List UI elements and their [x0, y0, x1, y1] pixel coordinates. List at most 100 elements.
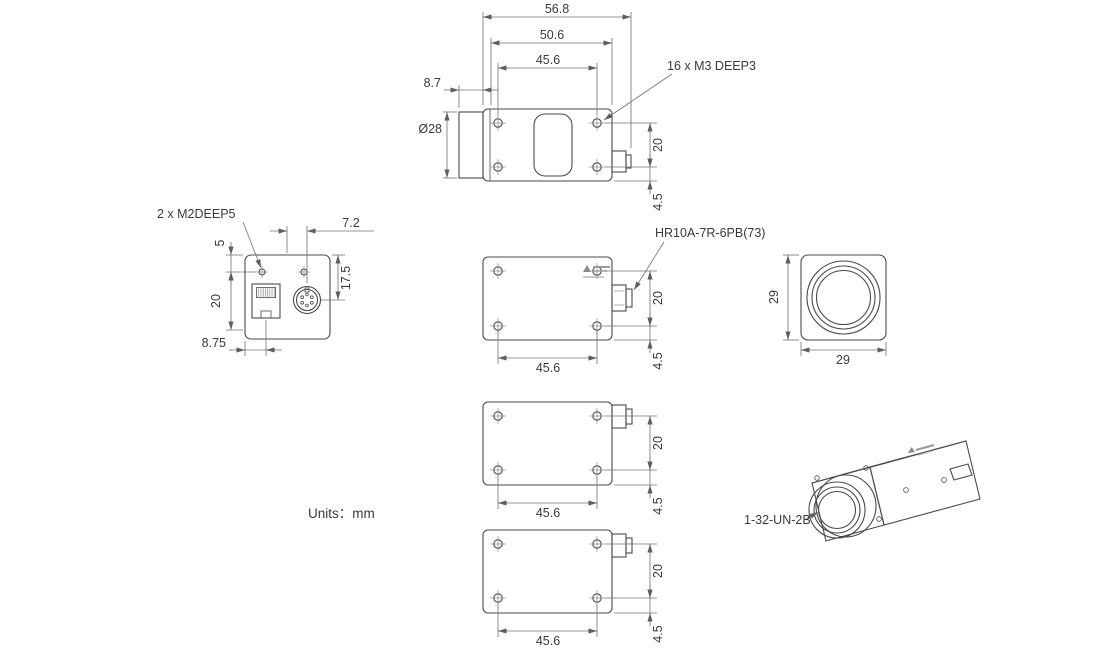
callout-m2-holes: 2 x M2DEEP5 — [157, 207, 262, 269]
callout-label: 2 x M2DEEP5 — [157, 207, 236, 221]
dim-label: 20 — [651, 138, 665, 152]
lens-barrel-3d — [808, 474, 877, 539]
dim-label: 45.6 — [536, 506, 560, 520]
front-view: 29 29 — [767, 254, 887, 367]
mounting-hole — [489, 114, 507, 132]
dim-label: 20 — [209, 294, 223, 308]
dim-side1-hole-row-spacing: 20 — [605, 270, 665, 327]
m2-hole — [255, 265, 269, 279]
mounting-hole — [489, 262, 507, 280]
top-view: 56.8 50.6 45.6 8.7 Ø28 — [418, 2, 756, 211]
dim-top-body-length: 50.6 — [490, 28, 613, 105]
dim-top-hole-row-spacing: 20 — [605, 122, 665, 168]
isometric-view: 1-32-UN-2B — [744, 440, 981, 542]
dim-front-height: 29 — [767, 254, 799, 341]
camera-body-front — [800, 254, 887, 341]
dim-back-port-height: 20 — [209, 272, 243, 331]
dim-label: 4.5 — [651, 625, 665, 642]
dim-label: Ø28 — [418, 122, 442, 136]
mounting-hole — [588, 589, 606, 607]
mounting-hole — [588, 114, 606, 132]
dim-side2-hole-row-spacing: 20 — [605, 415, 665, 471]
dim-label: 29 — [767, 290, 781, 304]
dim-side3-hole-row-spacing: 20 — [605, 543, 665, 599]
mounting-hole — [489, 407, 507, 425]
side-view-right: 20 4.5 45.6 — [482, 401, 665, 520]
dim-back-connector-height: 17.5 — [321, 254, 353, 301]
dim-label: 4.5 — [651, 352, 665, 369]
units-label: Units：mm — [308, 506, 375, 521]
camera-body-top — [482, 108, 613, 182]
dim-label: 29 — [836, 353, 850, 367]
dim-side1-hole-spacing: 45.6 — [497, 331, 598, 375]
camera-body-back — [244, 254, 331, 340]
dim-label: 8.75 — [202, 336, 226, 350]
hirose-connector — [292, 285, 322, 315]
m2-hole — [297, 265, 311, 279]
mounting-hole — [489, 535, 507, 553]
dim-label: 20 — [651, 436, 665, 450]
callout-label: 1-32-UN-2B — [744, 513, 811, 527]
dim-top-hole-spacing: 45.6 — [497, 53, 598, 115]
mounting-hole — [588, 407, 606, 425]
callout-m3-holes: 16 x M3 DEEP3 — [603, 59, 756, 121]
brand-logo-3d — [908, 444, 935, 456]
mounting-hole — [489, 589, 507, 607]
connector-key — [304, 287, 310, 293]
callout-lens-thread: 1-32-UN-2B — [744, 511, 819, 527]
dim-label: 4.5 — [651, 497, 665, 514]
dim-side2-hole-edge-offset: 4.5 — [614, 457, 665, 515]
front-face — [811, 466, 885, 542]
callout-io-connector: HR10A-7R-6PB(73) — [633, 226, 765, 291]
callout-label: HR10A-7R-6PB(73) — [655, 226, 765, 240]
camera-body-side — [482, 529, 613, 614]
side-hole — [941, 477, 947, 483]
top-cover-recess — [533, 113, 573, 177]
front-screw — [863, 465, 869, 471]
mounting-hole — [489, 158, 507, 176]
io-connector — [611, 284, 633, 312]
dim-label: 8.7 — [424, 76, 441, 90]
dim-label: 7.2 — [342, 216, 359, 230]
side-view-left: HR10A-7R-6PB(73) 20 4.5 45.6 — [482, 226, 765, 375]
dim-label: 20 — [651, 291, 665, 305]
dim-label: 45.6 — [536, 361, 560, 375]
front-screw — [876, 516, 882, 522]
mounting-hole — [489, 461, 507, 479]
units-note: Units：mm — [308, 506, 375, 521]
dim-label: 17.5 — [339, 266, 353, 290]
callout-label: 16 x M3 DEEP3 — [667, 59, 756, 73]
dim-label: 4.5 — [651, 193, 665, 210]
mounting-hole — [588, 461, 606, 479]
dim-label: 50.6 — [540, 28, 564, 42]
dim-side3-hole-spacing: 45.6 — [497, 604, 598, 648]
ethernet-port — [251, 283, 281, 319]
dim-label: 45.6 — [536, 634, 560, 648]
dim-top-lens-diameter: Ø28 — [418, 111, 457, 179]
camera-body-side — [482, 401, 613, 486]
gpio-connector-side — [611, 533, 633, 558]
rj45-latch — [260, 310, 272, 319]
gpio-connector-step — [625, 154, 632, 169]
front-screw — [814, 475, 820, 481]
dim-top-lens-protrusion: 8.7 — [424, 76, 498, 108]
mounting-hole — [588, 158, 606, 176]
dim-label: 5 — [213, 239, 227, 246]
dim-back-connector-offset: 7.2 — [270, 216, 374, 283]
dim-label: 45.6 — [536, 53, 560, 67]
dim-top-hole-edge-offset: 4.5 — [614, 154, 665, 211]
brand-logo — [583, 265, 610, 278]
dim-label: 56.8 — [545, 2, 569, 16]
side-hole — [903, 487, 909, 493]
gpio-connector-top — [611, 150, 627, 173]
io-connector-3d — [949, 463, 973, 481]
lens-barrel-top — [458, 111, 484, 179]
dim-label: 20 — [651, 564, 665, 578]
mounting-hole — [588, 535, 606, 553]
dim-back-hole-top-offset: 5 — [213, 239, 256, 285]
dim-side1-hole-edge-offset: 4.5 — [614, 313, 665, 370]
dim-side3-hole-edge-offset: 4.5 — [614, 585, 665, 643]
gpio-connector-side — [611, 404, 633, 429]
